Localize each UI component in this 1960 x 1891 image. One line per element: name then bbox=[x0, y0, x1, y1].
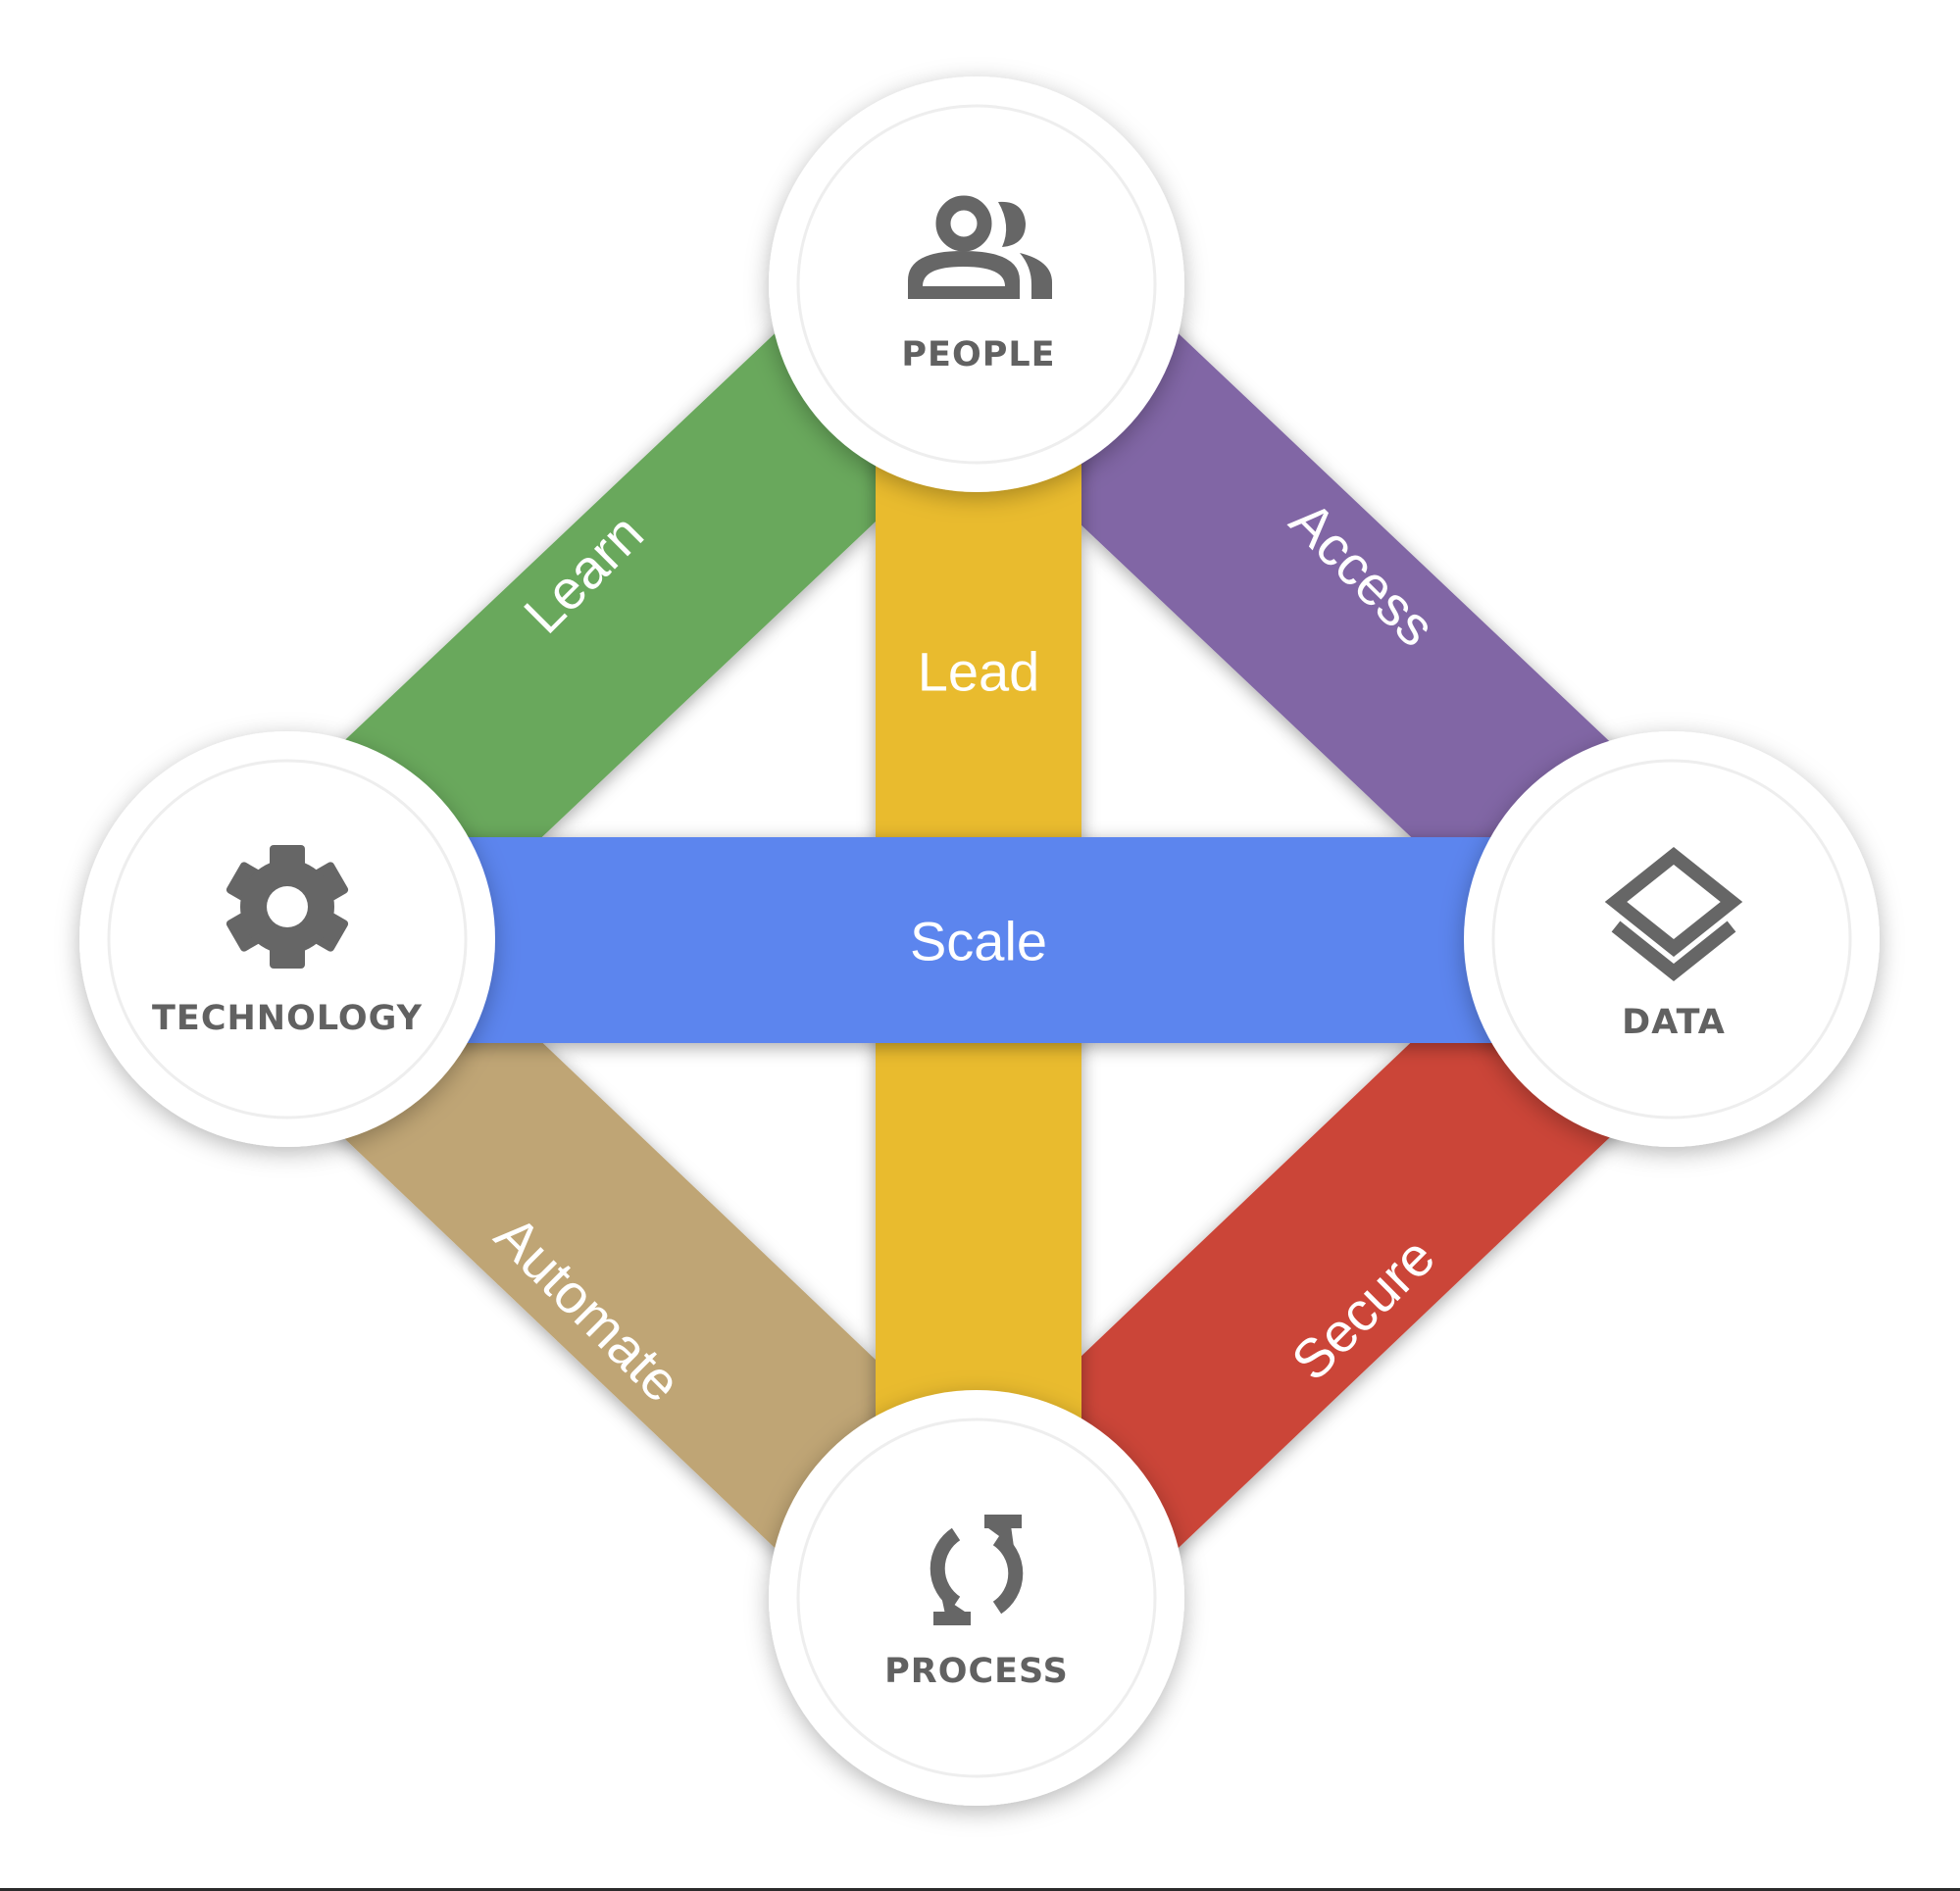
node-label-data: DATA bbox=[1622, 1003, 1726, 1042]
node-label-people: PEOPLE bbox=[901, 335, 1055, 374]
band-scale bbox=[451, 837, 1510, 1043]
sync-icon bbox=[930, 1515, 1024, 1625]
layers-icon bbox=[1604, 847, 1743, 981]
node-label-process: PROCESS bbox=[884, 1652, 1069, 1691]
bottom-rule bbox=[0, 1888, 1960, 1891]
node-process: PROCESS bbox=[769, 1390, 1184, 1806]
node-label-technology: TECHNOLOGY bbox=[152, 999, 423, 1038]
node-data: DATA bbox=[1464, 731, 1880, 1147]
gear-icon bbox=[226, 845, 349, 969]
people-icon bbox=[908, 195, 1052, 299]
band-label-lead: Lead bbox=[918, 641, 1040, 703]
band-label-scale: Scale bbox=[910, 911, 1047, 972]
node-technology: TECHNOLOGY bbox=[79, 731, 495, 1147]
node-people: PEOPLE bbox=[769, 76, 1184, 492]
